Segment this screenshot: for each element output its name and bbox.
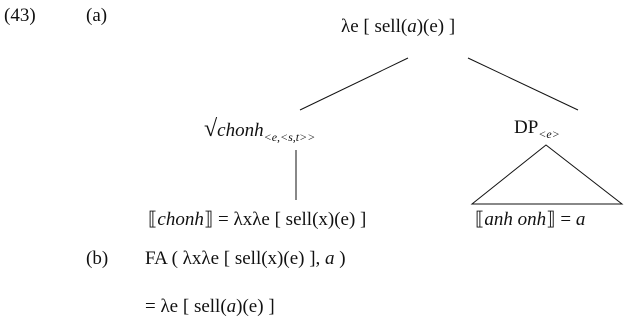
- right-leaf-eq: =: [555, 209, 576, 230]
- root-post: )(e) ]: [416, 16, 456, 37]
- derivation-line-2-arg: a: [226, 296, 237, 317]
- tree-right-node: DP<e>: [514, 117, 560, 140]
- left-leaf-close: ⟧: [203, 209, 214, 230]
- left-leaf-rest: = λxλe [ sell(x)(e) ]: [213, 209, 367, 230]
- right-node-subscript: <e>: [538, 127, 560, 141]
- right-leaf-close: ⟧: [546, 209, 556, 230]
- tree-left-node: √chonh<e,<s,t>>: [204, 116, 316, 144]
- tree-root-node: λe [ sell(a)(e) ]: [341, 17, 455, 36]
- derivation-line-1: FA ( λxλe [ sell(x)(e) ], a ): [145, 249, 346, 268]
- tree-right-leaf: ⟦anh onh⟧ = a: [475, 210, 585, 229]
- dp-triangle: [470, 144, 624, 205]
- part-b-label: (b): [86, 248, 109, 269]
- derivation-line-1-post: ): [334, 248, 346, 269]
- radical-symbol: √: [204, 116, 218, 142]
- derivation-line-1-arg: a: [325, 248, 335, 269]
- left-leaf-word: chonh: [157, 209, 204, 230]
- derivation-line-2-post: )(e) ]: [236, 296, 275, 317]
- derivation-line-2-pre: = λe [ sell(: [145, 296, 227, 317]
- branch-root-to-right: [467, 57, 579, 111]
- right-leaf-open: ⟦: [475, 209, 485, 230]
- tree-left-leaf: ⟦chonh⟧ = λxλe [ sell(x)(e) ]: [148, 210, 366, 229]
- derivation-line-1-pre: FA ( λxλe [ sell(x)(e) ],: [145, 248, 326, 269]
- left-node-subscript: <e,<s,t>>: [263, 130, 316, 144]
- left-leaf-open: ⟦: [148, 209, 158, 230]
- derivation-line-2: = λe [ sell(a)(e) ]: [145, 297, 275, 316]
- right-leaf-word: anh onh: [484, 209, 547, 230]
- example-number: (43): [4, 5, 36, 26]
- part-a-label: (a): [86, 5, 108, 26]
- root-pre: λe [ sell(: [341, 16, 408, 37]
- right-leaf-value: a: [575, 209, 586, 230]
- branch-root-to-left: [299, 57, 409, 111]
- right-node-label: DP: [514, 117, 539, 138]
- root-arg: a: [407, 16, 417, 37]
- left-node-label: chonh: [217, 120, 264, 141]
